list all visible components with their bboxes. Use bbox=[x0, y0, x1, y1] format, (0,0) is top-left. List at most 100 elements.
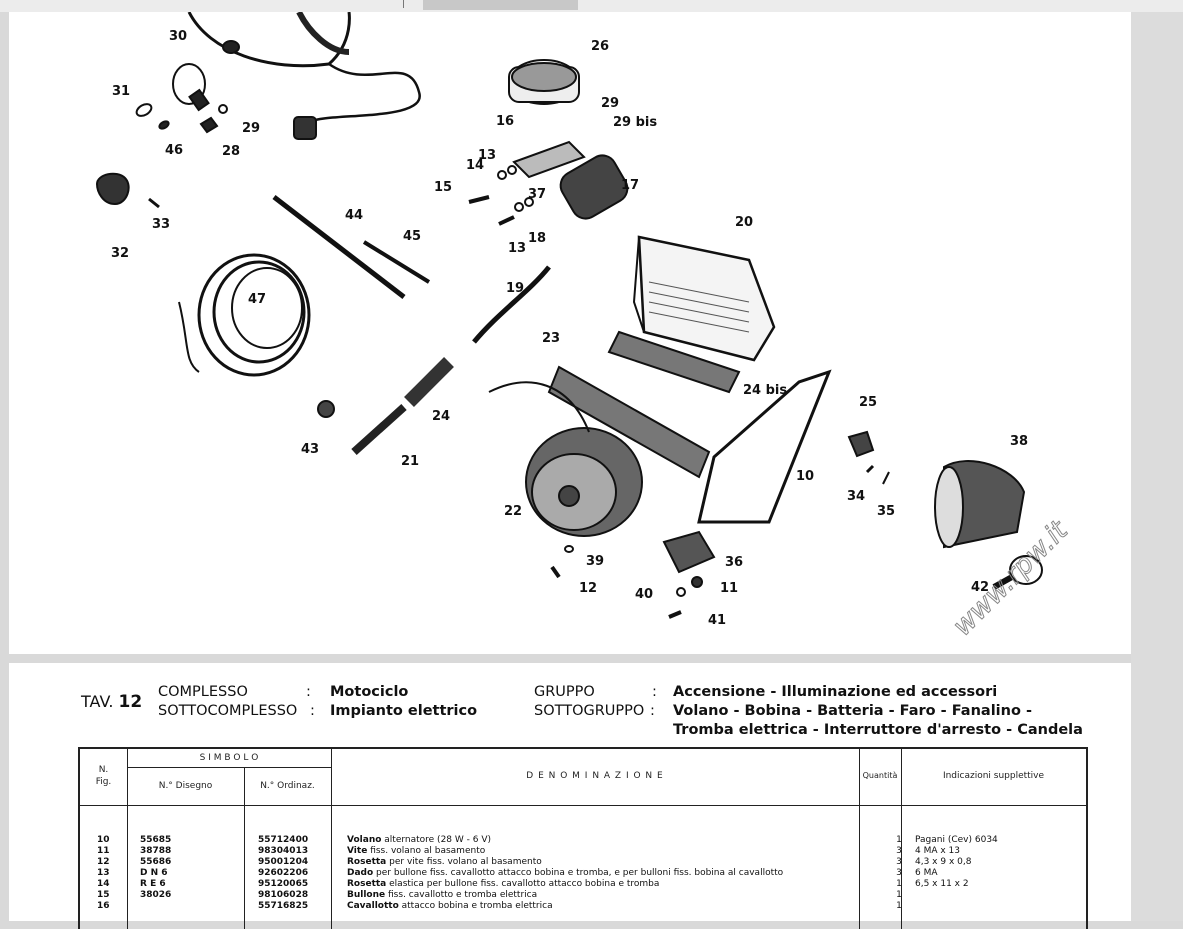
complesso-colon: : bbox=[306, 684, 311, 700]
callout-label: 24 bbox=[432, 409, 450, 424]
viewer-toolbar bbox=[0, 0, 1183, 12]
row-ordinaz: 95120065 bbox=[258, 879, 309, 889]
row-denominazione: Rosetta per vite fiss. volano al basamen… bbox=[347, 857, 542, 867]
callout-label: 35 bbox=[877, 504, 895, 519]
parts-table-page: TAV. 12 COMPLESSO : Motociclo SOTTOCOMPL… bbox=[9, 663, 1131, 929]
callout-label: 36 bbox=[725, 555, 743, 570]
callout-label: 25 bbox=[859, 395, 877, 410]
callout-label: 15 bbox=[434, 180, 452, 195]
sottocomplesso-label: SOTTOCOMPLESSO bbox=[158, 703, 298, 719]
callout-label: 38 bbox=[1010, 434, 1028, 449]
callout-label: 12 bbox=[579, 581, 597, 596]
callout-label: 21 bbox=[401, 454, 419, 469]
callout-label: 28 bbox=[222, 144, 240, 159]
callout-label: 14 bbox=[466, 158, 484, 173]
callout-label: 45 bbox=[403, 229, 421, 244]
row-denominazione: Cavallotto attacco bobina e tromba elett… bbox=[347, 901, 553, 911]
callout-label: 29 bbox=[601, 96, 619, 111]
sottogruppo-value-2: Tromba elettrica - Interruttore d'arrest… bbox=[673, 722, 1083, 738]
callout-label: 39 bbox=[586, 554, 604, 569]
row-quantita: 1 bbox=[896, 835, 902, 845]
row-denominazione: Bullone fiss. cavallotto e tromba elettr… bbox=[347, 890, 538, 900]
col-nfig: N. bbox=[98, 765, 109, 775]
callout-label: 17 bbox=[621, 178, 639, 193]
scrollbar-track[interactable] bbox=[1131, 12, 1183, 921]
callout-label: 20 bbox=[735, 215, 753, 230]
toolbar-separator bbox=[403, 0, 404, 8]
callout-label: 23 bbox=[542, 331, 560, 346]
parts-table: N. Fig. S I M B O L O N.° Disegno N.° Or… bbox=[78, 747, 1088, 929]
row-disegno: 55686 bbox=[140, 857, 172, 867]
callout-label: 37 bbox=[528, 187, 546, 202]
callout-label: 33 bbox=[152, 217, 170, 232]
callout-label: 41 bbox=[708, 613, 726, 628]
callout-label: 29 bis bbox=[613, 115, 657, 130]
callout-label: 31 bbox=[112, 84, 130, 99]
row-nfig: 14 bbox=[97, 879, 110, 889]
callout-label: 43 bbox=[301, 442, 319, 457]
sottocomplesso-value: Impianto elettrico bbox=[330, 703, 478, 719]
table-row: 14 R E 6 95120065 Rosetta elastica per bull… bbox=[80, 879, 1086, 890]
row-quantita: 3 bbox=[896, 868, 902, 878]
row-disegno: 38026 bbox=[140, 890, 172, 900]
table-row: 11 38788 98304013 Vite fiss. volano al basa… bbox=[80, 846, 1086, 857]
row-ordinaz: 98106028 bbox=[258, 890, 309, 900]
callout-label: 11 bbox=[720, 581, 738, 596]
sottogruppo-value-1: Volano - Bobina - Batteria - Faro - Fana… bbox=[673, 703, 1032, 719]
callout-label: 44 bbox=[345, 208, 363, 223]
callout-label: 34 bbox=[847, 489, 865, 504]
complesso-value: Motociclo bbox=[330, 684, 409, 700]
row-nfig: 11 bbox=[97, 846, 110, 856]
toolbar-page-indicator[interactable] bbox=[423, 0, 578, 10]
callout-label: 30 bbox=[169, 29, 187, 44]
col-ordinaz: N.° Ordinaz. bbox=[260, 781, 315, 791]
row-indicazioni: 6,5 x 11 x 2 bbox=[915, 879, 969, 889]
row-denominazione: Dado per bullone fiss. cavallotto attacc… bbox=[347, 868, 784, 878]
tav-number: 12 bbox=[118, 692, 143, 712]
row-denominazione: Vite fiss. volano al basamento bbox=[347, 846, 486, 856]
callout-label: 40 bbox=[635, 587, 653, 602]
row-indicazioni: Pagani (Cev) 6034 bbox=[915, 835, 998, 845]
table-row: 10 55685 55712400 Volano alternatore (28 W … bbox=[80, 835, 1086, 846]
callout-label: 19 bbox=[506, 281, 524, 296]
callout-label: 13 bbox=[508, 241, 526, 256]
row-ordinaz: 95001204 bbox=[258, 857, 309, 867]
col-nfig-2: Fig. bbox=[95, 777, 112, 787]
callout-label: 13 bbox=[478, 148, 496, 163]
callout-label: 26 bbox=[591, 39, 609, 54]
col-simbolo: S I M B O L O bbox=[199, 753, 259, 763]
row-nfig: 13 bbox=[97, 868, 110, 878]
gruppo-colon: : bbox=[652, 684, 657, 700]
callout-label: 29 bbox=[242, 121, 260, 136]
row-denominazione: Rosetta elastica per bullone fiss. caval… bbox=[347, 879, 660, 889]
row-ordinaz: 92602206 bbox=[258, 868, 309, 878]
sottogruppo-colon: : bbox=[650, 703, 655, 719]
row-disegno: 38788 bbox=[140, 846, 172, 856]
callout-label: 10 bbox=[796, 469, 814, 484]
row-nfig: 16 bbox=[97, 901, 110, 911]
row-disegno: 55685 bbox=[140, 835, 172, 845]
callout-label: 24 bis bbox=[743, 383, 787, 398]
row-quantita: 1 bbox=[896, 890, 902, 900]
table-row: 13 D N 6 92602206 Dado per bullone fiss. ca… bbox=[80, 868, 1086, 879]
callout-label: 16 bbox=[496, 114, 514, 129]
row-denominazione: Volano alternatore (28 W - 6 V) bbox=[347, 835, 492, 845]
row-disegno: R E 6 bbox=[140, 879, 166, 889]
row-quantita: 1 bbox=[896, 901, 902, 911]
row-indicazioni: 4 MA x 13 bbox=[915, 846, 961, 856]
callout-label: 32 bbox=[111, 246, 129, 261]
row-disegno: D N 6 bbox=[140, 868, 168, 878]
col-denominazione: D E N O M I N A Z I O N E bbox=[526, 771, 664, 781]
row-indicazioni: 4,3 x 9 x 0,8 bbox=[915, 857, 972, 867]
row-indicazioni: 6 MA bbox=[915, 868, 938, 878]
complesso-label: COMPLESSO bbox=[158, 684, 248, 700]
row-quantita: 1 bbox=[896, 879, 902, 889]
sottogruppo-label: SOTTOGRUPPO bbox=[534, 703, 645, 719]
row-ordinaz: 55712400 bbox=[258, 835, 309, 845]
row-ordinaz: 98304013 bbox=[258, 846, 309, 856]
row-nfig: 10 bbox=[97, 835, 110, 845]
